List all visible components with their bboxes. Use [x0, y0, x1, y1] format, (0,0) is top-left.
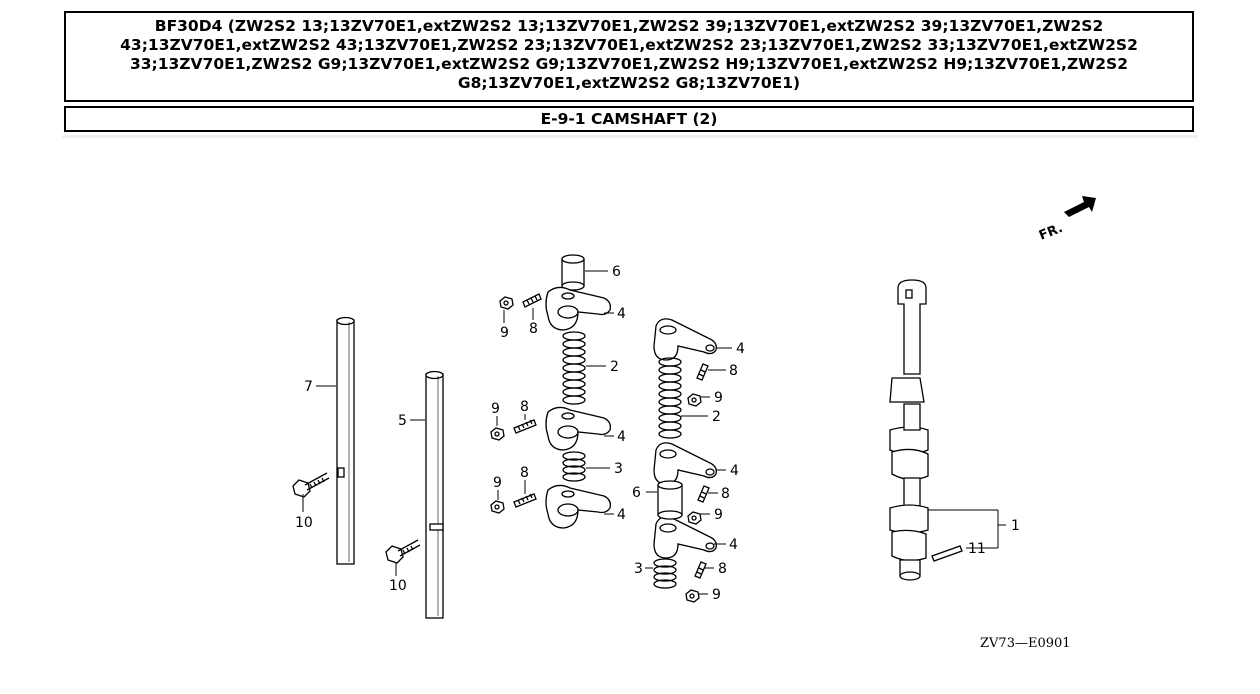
camshaft-1 — [889, 279, 929, 581]
rocker-arm-right-3 — [653, 516, 717, 559]
rocker-arm-left-2 — [545, 406, 612, 451]
model-applicability-text: BF30D4 (ZW2S2 13;13ZV70E1,extZW2S2 13;13… — [120, 17, 1138, 92]
callout-10-right: 10 — [389, 578, 407, 594]
adjust-screw-8-left-2 — [513, 419, 537, 434]
callout-9-left-3: 9 — [493, 475, 502, 491]
callout-9-right-1: 9 — [714, 390, 723, 406]
adjust-screw-8-left-3 — [513, 493, 537, 508]
header-divider — [62, 135, 1198, 138]
callout-8-right-1: 8 — [729, 363, 738, 379]
rocker-arm-left-1 — [545, 286, 612, 331]
pin-11 — [931, 545, 963, 562]
callout-4-left-1: 4 — [617, 306, 626, 322]
callout-4-left-2: 4 — [617, 429, 626, 445]
callout-11: 11 — [968, 541, 986, 557]
callout-9-left-1: 9 — [500, 325, 509, 341]
leader-lines — [302, 270, 1006, 595]
callout-1: 1 — [1011, 518, 1020, 534]
callout-10-left: 10 — [295, 515, 313, 531]
callout-4-left-3: 4 — [617, 507, 626, 523]
lock-nut-9-left-1 — [499, 296, 514, 310]
lock-nut-9-right-3 — [685, 589, 700, 603]
callout-9-right-3: 9 — [712, 587, 721, 603]
lock-nut-9-left-2 — [490, 427, 505, 441]
callout-6-right: 6 — [632, 485, 641, 501]
callout-2-left: 2 — [610, 359, 619, 375]
lock-nut-9-left-3 — [490, 500, 505, 514]
section-title: E-9-1 CAMSHAFT (2) — [540, 110, 718, 128]
callout-9-right-2: 9 — [714, 507, 723, 523]
collar-6-right — [657, 480, 683, 520]
front-direction-arrow: FR. — [1037, 196, 1096, 244]
spring-3-left — [562, 451, 586, 482]
rocker-arm-right-1 — [653, 318, 717, 361]
adjust-screw-8-right-3 — [694, 561, 707, 579]
callout-5: 5 — [398, 413, 407, 429]
callout-3-right: 3 — [634, 561, 643, 577]
rocker-arm-right-2 — [653, 442, 717, 485]
bolt-10-right — [385, 539, 421, 564]
bolt-10-left — [292, 472, 330, 498]
lock-nut-9-right-1 — [687, 393, 702, 407]
adjust-screw-8-left-1 — [522, 293, 542, 308]
section-title-header: E-9-1 CAMSHAFT (2) — [64, 106, 1194, 132]
callout-2-right: 2 — [712, 409, 721, 425]
collar-6-top — [561, 254, 585, 291]
callout-7: 7 — [304, 379, 313, 395]
callout-8-left-2: 8 — [520, 399, 529, 415]
model-applicability-header: BF30D4 (ZW2S2 13;13ZV70E1,extZW2S2 13;13… — [64, 11, 1194, 102]
rocker-arm-left-3 — [545, 484, 612, 529]
callout-6-top: 6 — [612, 264, 621, 280]
adjust-screw-8-right-2 — [697, 485, 710, 503]
callout-9-left-2: 9 — [491, 401, 500, 417]
callout-8-right-3: 8 — [718, 561, 727, 577]
spring-2-right — [658, 357, 682, 439]
lock-nut-9-right-2 — [687, 511, 702, 525]
callout-4-right-1: 4 — [736, 341, 745, 357]
adjust-screw-8-right-1 — [696, 363, 709, 381]
rocker-shaft-5 — [425, 370, 444, 619]
callout-labels: 7 5 10 10 6 4 9 8 2 9 8 4 3 9 8 4 4 8 9 … — [295, 264, 1020, 603]
callout-8-left-1: 8 — [529, 321, 538, 337]
spring-3-right — [653, 558, 677, 589]
rocker-shaft-7 — [336, 316, 355, 565]
callout-4-right-3: 4 — [729, 537, 738, 553]
callout-3-left: 3 — [614, 461, 623, 477]
spring-2-left — [562, 331, 586, 405]
callout-8-left-3: 8 — [520, 465, 529, 481]
front-direction-label: FR. — [1037, 221, 1065, 244]
callout-8-right-2: 8 — [721, 486, 730, 502]
drawing-code: ZV73—E0901 — [980, 636, 1071, 651]
callout-4-right-2: 4 — [730, 463, 739, 479]
